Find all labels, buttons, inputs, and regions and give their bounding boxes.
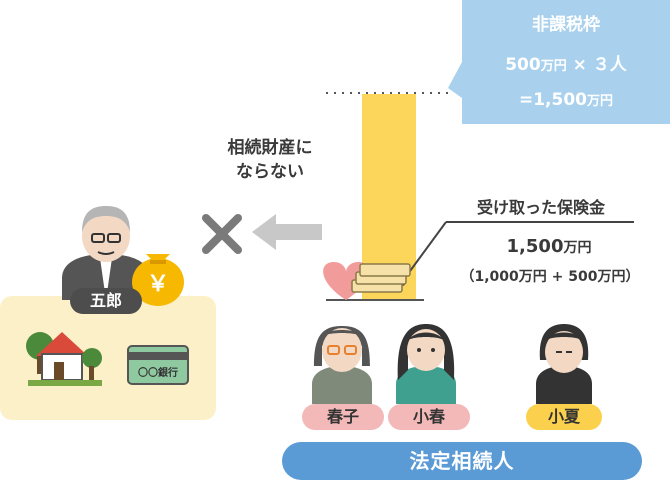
house-icon	[26, 332, 102, 386]
insurance-label: 受け取った保険金	[476, 198, 605, 217]
callout-amount: 500	[505, 55, 541, 75]
callout-times: ×	[572, 55, 587, 75]
heir-name-koharu: 小春	[388, 404, 470, 430]
insurance-amount-value: 1,500	[506, 236, 564, 257]
callout-pointer	[448, 62, 462, 98]
not-estate-note: 相続財産に ならない	[200, 136, 340, 184]
bankbook-icon	[127, 345, 189, 385]
money-bag-icon	[132, 254, 184, 306]
heir-woman-icon	[396, 324, 456, 404]
money-stack-icon	[351, 263, 411, 293]
callout-formula: 500万円 × ３人	[462, 50, 670, 75]
cross-icon	[202, 214, 242, 254]
heir-name-haruko: 春子	[302, 404, 384, 430]
callout-total-unit: 万円	[587, 94, 614, 109]
decedent-name: 五郎	[70, 288, 142, 314]
estate-panel	[0, 296, 216, 420]
insurance-breakdown: （1,000万円 + 500万円）	[460, 269, 640, 285]
not-estate-line1: 相続財産に	[227, 138, 313, 158]
callout-amount-unit: 万円	[540, 59, 567, 74]
callout-heirs: ３人	[592, 55, 627, 75]
heir-woman-glasses-icon	[312, 326, 372, 404]
heir-girl-icon	[536, 324, 592, 404]
bank-label: 〇〇銀行	[138, 368, 178, 379]
callout-total-value: =1,500	[518, 90, 587, 110]
insurance-amount-unit: 万円	[563, 240, 592, 256]
legal-heirs-banner: 法定相続人	[282, 442, 642, 480]
callout-total: =1,500万円	[462, 90, 670, 110]
callout-title: 非課税枠	[532, 15, 600, 35]
yen-symbol: ￥	[146, 272, 169, 297]
heir-name-konatsu: 小夏	[526, 404, 602, 430]
left-arrow-icon	[252, 214, 322, 250]
insurance-amount: 1,500万円	[474, 236, 624, 257]
not-estate-line2: ならない	[236, 162, 304, 182]
non-taxable-callout: 非課税枠 500万円 × ３人 =1,500万円	[462, 0, 670, 124]
